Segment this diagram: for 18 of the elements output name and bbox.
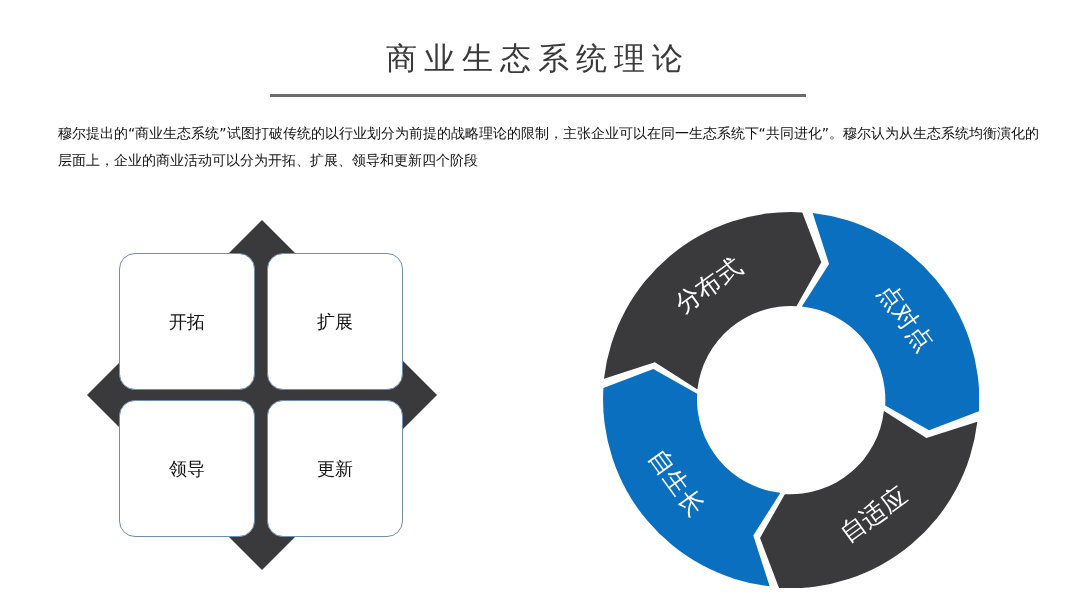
stage-label: 领导 (169, 456, 205, 481)
cycle-arrow-segment (604, 212, 822, 390)
stage-label: 扩展 (317, 309, 353, 334)
stage-label: 更新 (317, 456, 353, 481)
stage-box (267, 253, 403, 390)
stage-label: 分布式 (668, 251, 748, 322)
description-paragraph: 穆尔提出的“商业生态系统”试图打破传统的以行业划分为前提的战略理论的限制，主张企业可以在同一生态系统下“共同进化”。穆尔认为从生态系统均衡演化的层面上，企业的商业活动可以分为开拓、扩展、领导和更新四个阶段 (58, 124, 1040, 170)
stage-box (267, 400, 403, 537)
title: 商业生态系统理论 (385, 39, 691, 78)
stage-box (119, 253, 255, 390)
cycle-arrow-segment (801, 213, 979, 431)
stage-label: 自适应 (834, 479, 914, 550)
stage-box (119, 400, 255, 537)
stage-label: 点对点 (870, 277, 940, 358)
stage-label: 自生长 (642, 443, 712, 523)
cycle-arrow-segment (760, 410, 978, 588)
stage-label: 开拓 (169, 309, 205, 334)
cycle-arrow-segment (603, 369, 781, 587)
